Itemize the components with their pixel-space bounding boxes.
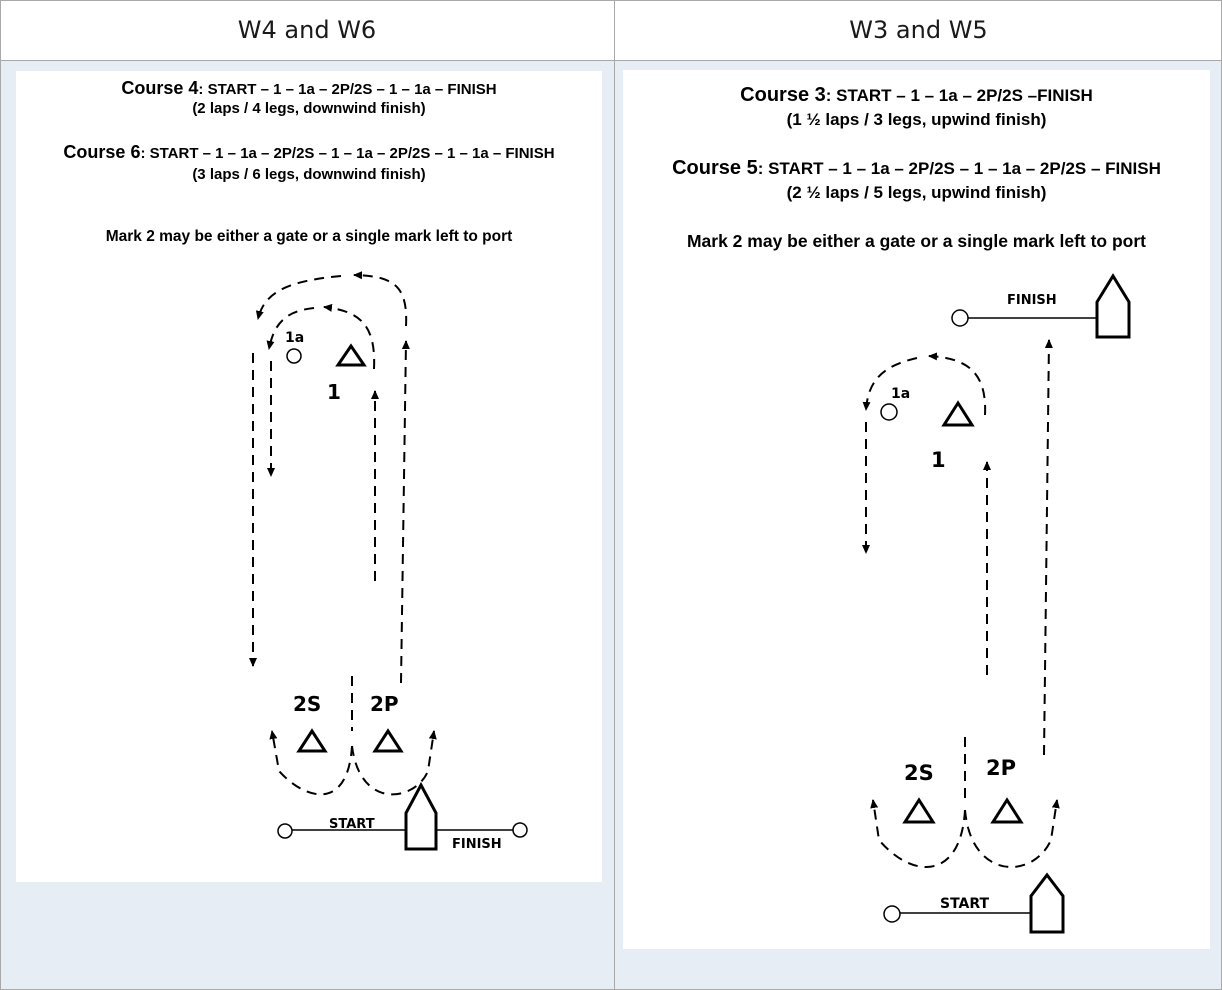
course-4-subtitle: (2 laps / 4 legs, downwind finish) — [192, 100, 426, 117]
mark-2p-label-right: 2P — [986, 756, 1016, 780]
committee-boat — [404, 781, 438, 851]
mark-2p-triangle — [372, 728, 404, 753]
course-diagram-w4-w6: Course 4: START – 1 – 1a – 2P/2S – 1 – 1… — [16, 71, 602, 882]
mark-2s-label: 2S — [293, 692, 321, 716]
rounding-arc-outer-right — [353, 271, 408, 327]
committee-boat-start — [1029, 872, 1065, 934]
mark-1a-label-right: 1a — [891, 386, 910, 402]
rounding-arc-left — [862, 357, 918, 411]
course-3-title: Course 3 — [740, 84, 826, 106]
gate-rounding-arc-2s-right — [870, 799, 966, 869]
finish-label: FINISH — [452, 837, 502, 852]
gate-rounding-arc-2p — [351, 730, 437, 796]
rounding-arc-inner-left — [266, 307, 315, 350]
course-map-right: FINISH 1a 1 2S 2P — [862, 273, 1131, 934]
course-5-title: Course 5 — [672, 157, 758, 179]
mark-2s-label-right: 2S — [904, 761, 934, 785]
mark-1-triangle — [335, 343, 367, 367]
course-4-heading: Course 4: START – 1 – 1a – 2P/2S – 1 – 1… — [16, 78, 602, 99]
course-3-heading: Course 3: START – 1 – 1a – 2P/2S –FINISH — [623, 84, 1210, 107]
rounding-arc-outer-left — [255, 275, 342, 320]
course-4-title: Course 4 — [121, 78, 199, 98]
mark-1a-buoy-right — [880, 403, 898, 421]
upwind-leg-outer — [400, 340, 410, 684]
course-6-title: Course 6 — [63, 142, 141, 162]
course-5-subtitle: (2 ½ laps / 5 legs, upwind finish) — [786, 183, 1047, 202]
course-3-sequence: : START – 1 – 1a – 2P/2S –FINISH — [825, 86, 1093, 105]
course-6-sequence: : START – 1 – 1a – 2P/2S – 1 – 1a – 2P/2… — [140, 145, 555, 162]
course-diagram-w3-w5: Course 3: START – 1 – 1a – 2P/2S –FINISH… — [623, 70, 1210, 949]
mark-2s-triangle-right — [902, 797, 936, 824]
course-5-sequence: : START – 1 – 1a – 2P/2S – 1 – 1a – 2P/2… — [757, 159, 1161, 178]
course-6-heading: Course 6: START – 1 – 1a – 2P/2S – 1 – 1… — [16, 142, 602, 163]
course-3-subtitle: (1 ½ laps / 3 legs, upwind finish) — [786, 110, 1047, 129]
rounding-arc-inner-right — [323, 303, 376, 370]
gate-rounding-arc-2p-right — [964, 799, 1060, 869]
column-divider — [614, 0, 615, 990]
mark-1-label-right: 1 — [931, 448, 946, 472]
mark-2s-triangle — [296, 728, 328, 753]
mark-2-note: Mark 2 may be either a gate or a single … — [105, 228, 513, 245]
course-map-left: 1a 1 2S 2P START FINISH — [249, 271, 528, 852]
mark-2-note-right: Mark 2 may be either a gate or a single … — [686, 231, 1147, 251]
start-pin-buoy-right — [883, 905, 901, 923]
finish-pin-buoy-right — [951, 309, 969, 327]
mark-1a-label: 1a — [285, 330, 304, 346]
gate-rounding-arc-2s — [269, 730, 353, 796]
start-label: START — [329, 817, 375, 832]
committee-boat-finish — [1095, 273, 1131, 339]
finish-label-right: FINISH — [1007, 293, 1057, 308]
finish-pin-buoy — [512, 822, 528, 838]
course-6-subtitle: (3 laps / 6 legs, downwind finish) — [192, 166, 426, 183]
mark-1-label: 1 — [327, 380, 341, 404]
column-header-w3-w5: W3 and W5 — [615, 0, 1222, 61]
start-pin-buoy — [277, 823, 293, 839]
mark-2p-label: 2P — [370, 692, 399, 716]
mark-1-triangle-right — [941, 400, 975, 427]
course-5-heading: Course 5: START – 1 – 1a – 2P/2S – 1 – 1… — [623, 157, 1210, 180]
column-header-w4-w6: W4 and W6 — [0, 0, 614, 61]
mark-1a-buoy — [286, 348, 302, 364]
upwind-leg-to-finish — [1043, 339, 1053, 756]
course-4-sequence: : START – 1 – 1a – 2P/2S – 1 – 1a – FINI… — [198, 81, 497, 98]
start-label-right: START — [940, 896, 990, 912]
mark-2p-triangle-right — [990, 797, 1024, 824]
